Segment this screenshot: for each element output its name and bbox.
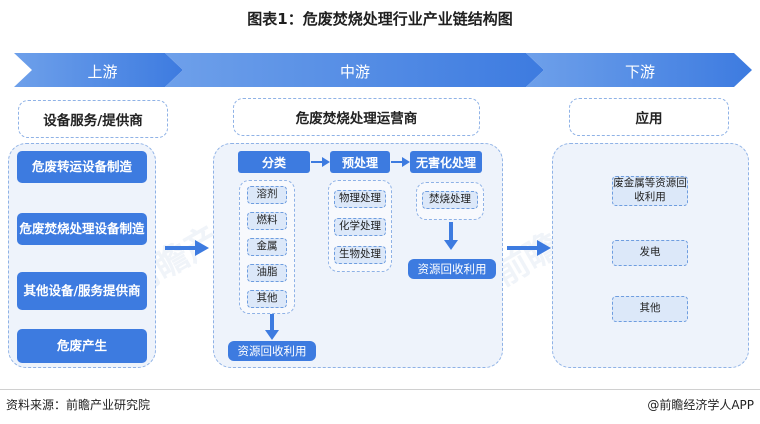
recycle-label: 资源回收利用 xyxy=(228,341,316,361)
category-chip: 其他 xyxy=(247,290,287,308)
arrow-right-icon xyxy=(311,157,330,167)
stage-downstream: 下游 xyxy=(624,63,655,81)
page-title: 图表1：危废焚烧处理行业产业链结构图 xyxy=(247,10,513,28)
downstream-chevron xyxy=(526,53,752,87)
flow-harmless: 无害化处理 xyxy=(410,151,482,173)
flow-classify: 分类 xyxy=(238,151,310,173)
category-chip: 溶剂 xyxy=(247,186,287,204)
upstream-item: 危废焚烧处理设备制造 xyxy=(17,213,147,245)
flow-preprocess: 预处理 xyxy=(330,151,390,173)
downstream-chip: 发电 xyxy=(612,240,688,266)
category-chip: 油脂 xyxy=(247,264,287,282)
stage-upstream: 上游 xyxy=(87,63,118,81)
arrow-down-icon xyxy=(444,222,458,250)
category-chip: 燃料 xyxy=(247,212,287,230)
arrow-right-icon xyxy=(165,240,209,256)
upstream-chevron xyxy=(14,53,183,87)
recycle-label: 资源回收利用 xyxy=(408,259,496,279)
stage-midstream: 中游 xyxy=(339,63,370,81)
midstream-header: 危废焚烧处理运营商 xyxy=(233,98,480,136)
stage-banner xyxy=(14,53,752,87)
upstream-header: 设备服务/提供商 xyxy=(18,100,168,138)
upstream-item: 危废转运设备制造 xyxy=(17,151,147,183)
arrow-right-icon xyxy=(391,157,410,167)
harmless-chip: 焚烧处理 xyxy=(422,191,478,209)
category-chip: 金属 xyxy=(247,238,287,256)
midstream-chevron xyxy=(165,53,544,87)
footer-source: 资料来源：前瞻产业研究院 xyxy=(6,398,151,412)
preprocess-chip: 物理处理 xyxy=(334,190,386,208)
upstream-item: 危废产生 xyxy=(17,329,147,363)
upstream-item: 其他设备/服务提供商 xyxy=(17,272,147,310)
downstream-header: 应用 xyxy=(569,98,729,136)
arrow-down-icon xyxy=(265,314,279,340)
preprocess-chip: 化学处理 xyxy=(334,218,386,236)
footer-divider xyxy=(0,389,760,390)
arrow-right-icon xyxy=(507,240,551,256)
footer-brand: @前瞻经济学人APP xyxy=(647,398,754,412)
preprocess-chip: 生物处理 xyxy=(334,246,386,264)
downstream-chip: 废金属等资源回收利用 xyxy=(612,176,688,206)
downstream-chip: 其他 xyxy=(612,296,688,322)
